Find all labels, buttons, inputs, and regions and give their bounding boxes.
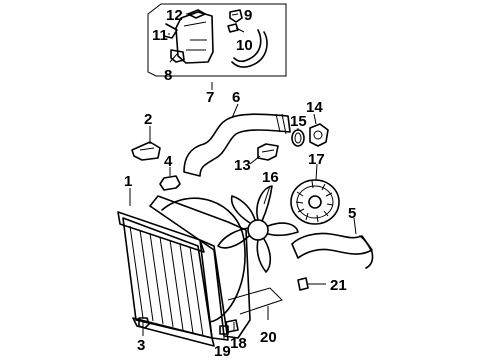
fan-guard-clip xyxy=(297,277,309,291)
callout-2: 2 xyxy=(144,111,152,128)
thermostat-gasket xyxy=(291,129,305,147)
cooling-fan-blade xyxy=(217,185,299,273)
callout-14: 14 xyxy=(306,99,323,116)
reservoir-cap xyxy=(187,9,206,19)
shroud-ring xyxy=(161,197,246,323)
shroud-lower-guard xyxy=(227,287,283,315)
water-outlet-detail xyxy=(261,149,275,153)
fan-clutch-body xyxy=(290,179,340,225)
leader-lines xyxy=(129,13,357,340)
reservoir-overflow-hose xyxy=(233,29,262,63)
callout-13: 13 xyxy=(234,157,251,174)
bracket-detail xyxy=(139,147,155,151)
fan-blade-5 xyxy=(230,195,256,224)
leader-8 xyxy=(169,53,178,63)
leader-16 xyxy=(263,185,271,205)
callout-7: 7 xyxy=(206,89,214,106)
radiator-lower-tank xyxy=(132,317,215,347)
upper-radiator-hose xyxy=(183,113,291,177)
thermostat-valve xyxy=(313,130,323,140)
callout-11: 11 xyxy=(152,27,168,44)
callout-20: 20 xyxy=(260,329,277,346)
reservoir-bracket xyxy=(163,23,178,39)
radiator-fins xyxy=(129,225,204,337)
radiator xyxy=(117,211,229,347)
drain-plug xyxy=(138,317,150,329)
callout-4: 4 xyxy=(164,153,173,170)
radiator-side-tank xyxy=(199,239,229,341)
callout-labels: 1 2 3 4 5 6 7 8 9 10 11 12 13 14 15 16 1… xyxy=(124,7,356,360)
thermostat xyxy=(309,123,329,147)
reservoir-kit-frame xyxy=(147,3,287,77)
callout-6: 6 xyxy=(232,89,240,106)
callout-18: 18 xyxy=(230,335,247,352)
gasket-inner xyxy=(294,132,302,144)
callout-5: 5 xyxy=(348,205,356,222)
fan-hub xyxy=(247,219,269,241)
callout-16: 16 xyxy=(262,169,279,186)
upper-hose-clamp xyxy=(275,113,287,135)
fan-clutch-ring xyxy=(296,185,334,219)
callout-8: 8 xyxy=(164,67,172,84)
leader-17 xyxy=(315,163,318,181)
hose-clip-9 xyxy=(229,9,243,23)
callout-9: 9 xyxy=(244,7,252,24)
callout-17: 17 xyxy=(308,151,325,168)
radiator-support-bracket xyxy=(131,141,161,161)
radiator-core xyxy=(122,217,213,339)
lower-hose-end xyxy=(359,235,374,269)
water-outlet-housing xyxy=(257,143,279,161)
callout-3: 3 xyxy=(137,337,145,354)
callout-12: 12 xyxy=(166,7,183,24)
radiator-cap xyxy=(159,175,181,191)
fan-blade-3 xyxy=(256,238,272,273)
shroud-outline xyxy=(149,195,251,339)
fan-blade-2 xyxy=(267,222,299,237)
hose-clip-10 xyxy=(227,23,239,33)
reservoir-kit-group xyxy=(147,3,287,77)
leader-13 xyxy=(249,155,261,165)
callout-21: 21 xyxy=(330,277,347,294)
leader-9 xyxy=(231,13,239,16)
leader-5 xyxy=(353,217,357,235)
fan-blade-1 xyxy=(256,185,273,222)
reservoir-mount-clip xyxy=(170,49,185,63)
shroud-clip xyxy=(219,325,229,335)
reservoir-tank-detail xyxy=(183,21,207,51)
coolant-reservoir-tank xyxy=(175,11,214,64)
callout-10: 10 xyxy=(236,37,253,54)
overflow-hose-outer xyxy=(231,31,268,68)
callout-19: 19 xyxy=(214,343,231,360)
radiator-top-tank xyxy=(117,211,205,253)
fan-clutch-fins xyxy=(295,180,334,223)
callout-1: 1 xyxy=(124,173,132,190)
callout-15: 15 xyxy=(290,113,307,130)
leader-10 xyxy=(235,27,245,33)
lower-radiator-hose xyxy=(291,232,373,259)
leader-14 xyxy=(313,113,317,125)
fan-blade-4 xyxy=(217,227,250,249)
leader-6 xyxy=(231,103,239,119)
fan-clutch xyxy=(290,179,340,225)
fan-clutch-hub xyxy=(308,195,322,209)
